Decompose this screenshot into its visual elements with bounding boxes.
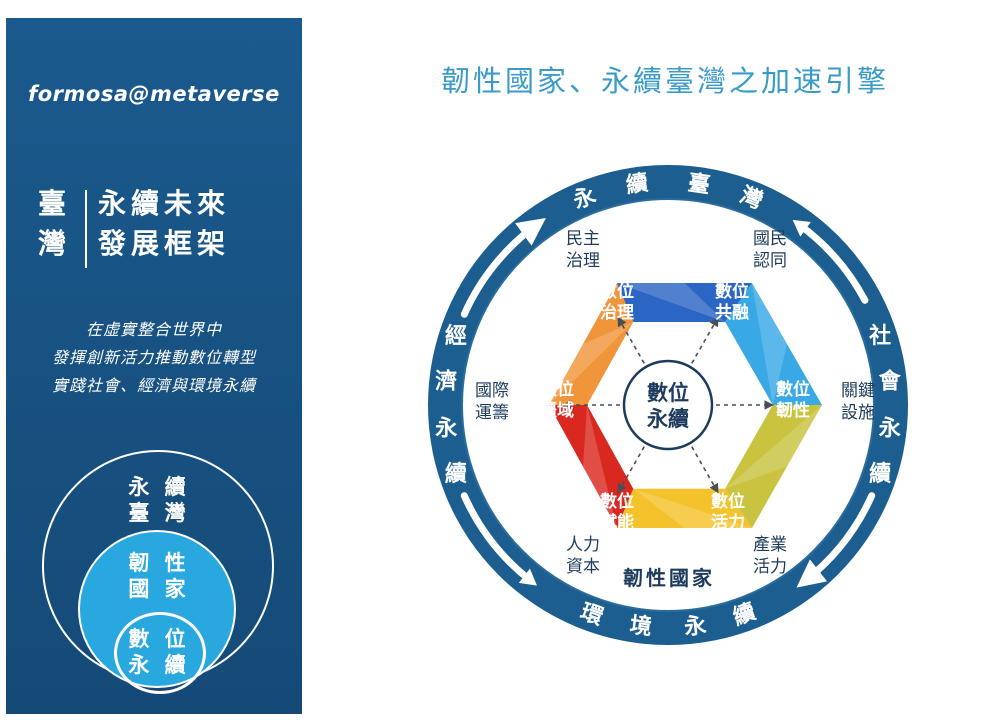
hexagon-shade-2 [725,405,822,489]
framework-divider [85,190,87,268]
ring-char-left-1: 濟 [435,369,457,395]
ring-char-left-3: 續 [445,461,467,487]
ring-char-right-1: 會 [879,369,902,395]
vertex-label-1-0: 數位 [715,281,749,302]
ring-char-right-0: 社 [869,323,891,349]
email-text: formosa@metaverse [28,82,280,106]
ring-char-bottom-2: 永 [683,612,708,640]
curved-arrow-icon [518,568,538,586]
nested-label-outer: 永 續 臺 灣 [128,475,190,525]
nested-label-middle: 韌 性 國 家 [128,551,190,601]
ring-char-left-2: 永 [435,415,457,441]
ring-char-right-2: 永 [879,415,901,441]
bottom-caption: 韌性國家 [623,566,715,590]
vertex-label-1-1: 共融 [715,303,749,323]
outer-label-1-1: 認同 [753,251,787,271]
vertex-label-3-0: 數位 [711,491,745,512]
outer-label-3-1: 活力 [753,557,787,577]
vertex-label-3-1: 活力 [711,512,745,533]
curved-arrow-icon [795,221,869,304]
hexagon-shade-1 [752,283,787,405]
hexagon-shade-5 [549,322,634,405]
hexagon-sector-1 [725,283,822,405]
center-label-2: 永續 [646,407,689,431]
hexagon-sector-4 [549,405,634,528]
ring-arrows [460,218,876,588]
curved-arrow-icon [796,492,876,588]
ring-char-top-1: 續 [624,170,649,199]
outer-label-2-1: 設施 [841,403,875,423]
dashed-arrow-1 [691,316,719,364]
framework-heading: 臺 灣 永續未來 發展框架 [6,184,302,274]
center-circle [622,359,714,451]
ring-char-bottom-1: 境 [628,612,653,640]
outer-label-4-0: 人力 [566,535,600,555]
curved-arrow-icon [460,492,535,585]
hexagon-shade-3 [633,488,752,528]
hexagon-sector-2 [725,405,822,528]
vertex-label-5-0: 數位 [540,379,574,400]
tagline: 在虛實整合世界中 發揮創新活力推動數位轉型 實踐社會、經濟與環境永續 [51,320,256,395]
hexagon-sector-5 [549,283,634,405]
curved-arrow-icon [792,219,811,237]
outer-label-0-0: 民主 [566,229,600,249]
hexagon-sector-0 [617,283,752,322]
outer-label-3-0: 產業 [753,535,787,555]
ring-char-top-2: 臺 [686,171,711,199]
nested-label-inner: 數 位 永 續 [128,627,190,677]
dashed-arrows [562,316,774,494]
outer-label-5-0: 國際 [475,381,509,401]
outer-label-0-1: 治理 [566,251,600,271]
dashed-arrow-0 [617,316,645,364]
left-panel: formosa@metaverse 臺 灣 永續未來 發展框架 在虛實整合世界中… [6,18,302,714]
vertex-label-0-0: 數位 [600,281,634,302]
vertex-label-2-0: 數位 [776,379,810,400]
outer-label-4-1: 資本 [566,557,600,577]
hexagon-sector-3 [617,488,752,528]
nested-circle-inner [114,612,206,694]
outer-label-2-0: 關鍵 [841,381,875,401]
hexagon-shade-4 [583,405,617,528]
vertex-label-4-1: 賦能 [600,512,634,533]
vertex-label-5-1: 疆域 [540,400,574,421]
outer-label-1-0: 國民 [753,229,787,249]
curved-arrow-icon [460,218,546,318]
center-label-1: 數位 [647,381,689,405]
dashed-arrow-4 [617,446,645,494]
dashed-arrow-3 [691,446,719,494]
main-title: 韌性國家、永續臺灣之加速引擎 [440,64,889,98]
ring-char-left-0: 經 [445,323,467,349]
ring-char-right-3: 續 [869,461,891,487]
framework-heading-left: 臺 灣 [37,187,66,260]
framework-heading-right: 永續未來 發展框架 [98,187,231,260]
outer-label-5-1: 運籌 [475,403,509,423]
hexagon-shade-0 [617,283,726,322]
vertex-label-2-1: 韌性 [776,400,810,421]
vertex-label-4-0: 數位 [600,491,634,512]
vertex-label-0-1: 治理 [600,302,634,323]
